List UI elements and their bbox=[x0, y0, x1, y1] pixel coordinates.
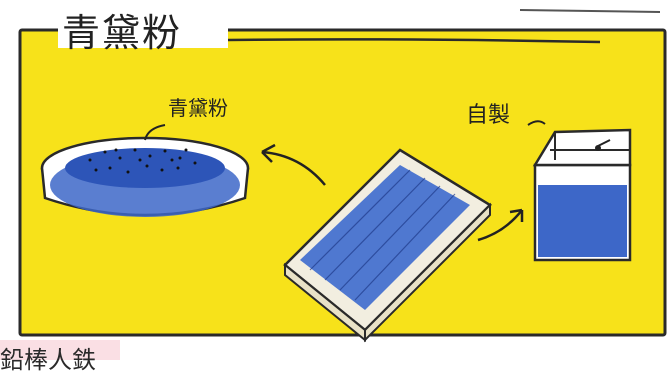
wooden-tray-icon bbox=[283, 148, 493, 343]
bottom-partial-text: 鉛棒人鉄 bbox=[0, 346, 96, 374]
title-line bbox=[227, 38, 601, 44]
illustration-svg bbox=[0, 9, 667, 360]
corner-stroke bbox=[519, 9, 661, 13]
petri-dish-icon bbox=[40, 124, 250, 217]
powder-label: 青黛粉 bbox=[168, 96, 228, 120]
yellow-panel bbox=[18, 28, 667, 337]
homemade-label: 自製 bbox=[466, 103, 511, 128]
arrow-icon bbox=[261, 143, 326, 186]
illustration-canvas: 青黛粉 青黛粉 自製 鉛棒人鉄 bbox=[0, 9, 667, 374]
arrow-icon bbox=[477, 208, 524, 242]
pink-smudge bbox=[0, 340, 120, 360]
glass-container-icon bbox=[527, 120, 632, 262]
title-gap bbox=[58, 18, 228, 48]
page-title: 青黛粉 bbox=[62, 11, 183, 55]
